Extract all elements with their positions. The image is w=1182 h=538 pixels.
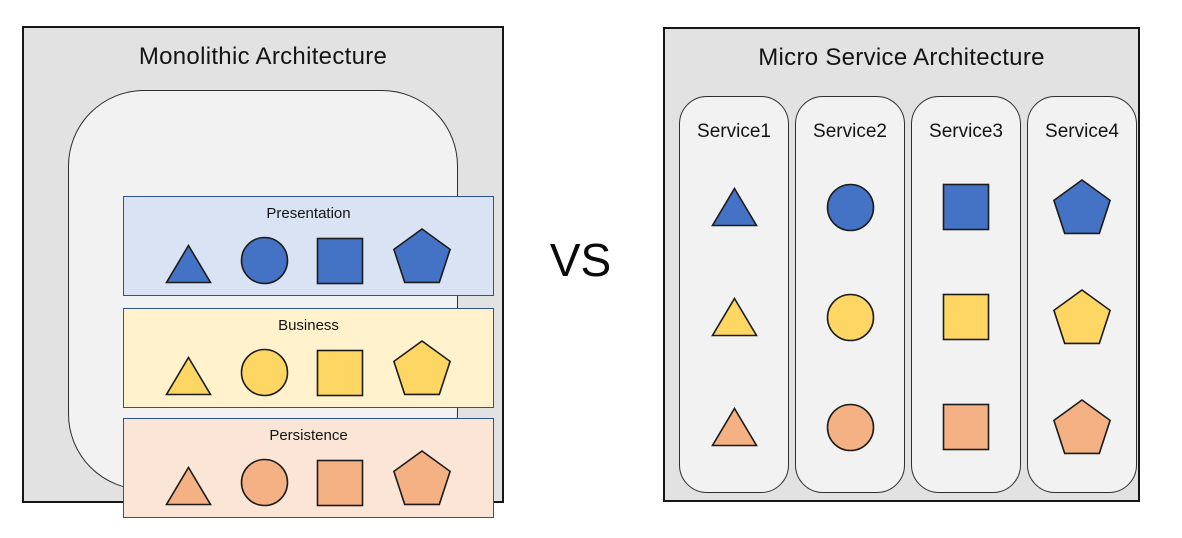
pentagon-shape bbox=[391, 449, 453, 507]
circle-shape bbox=[240, 236, 289, 285]
pentagon-shape bbox=[391, 227, 453, 285]
service2-shape-slot bbox=[796, 153, 904, 261]
monolith-container: Presentation Business Persistence bbox=[68, 90, 494, 518]
square-shape bbox=[942, 183, 990, 231]
square-shape bbox=[316, 349, 364, 397]
layer-persistence-label: Persistence bbox=[269, 427, 348, 444]
circle-shape bbox=[240, 458, 289, 507]
triangle-shape bbox=[164, 355, 213, 397]
circle-shape bbox=[826, 403, 875, 452]
microservice-panel: Micro Service Architecture Service1 Serv… bbox=[663, 27, 1140, 502]
service2-shape-slot bbox=[796, 263, 904, 371]
circle-shape bbox=[826, 293, 875, 342]
service2-label: Service2 bbox=[813, 121, 887, 142]
services-row: Service1 Service2 Service3 bbox=[679, 96, 1137, 493]
service3-column: Service3 bbox=[911, 96, 1021, 493]
pentagon-shape bbox=[1051, 178, 1113, 236]
versus-label: VS bbox=[549, 234, 612, 286]
service1-shape-slot bbox=[680, 153, 788, 261]
pentagon-shape bbox=[1051, 398, 1113, 456]
layer-persistence: Persistence bbox=[123, 418, 494, 518]
service1-column: Service1 bbox=[679, 96, 789, 493]
square-shape bbox=[316, 459, 364, 507]
service1-shape-slot bbox=[680, 373, 788, 481]
triangle-shape bbox=[164, 465, 213, 507]
service3-shape-slot bbox=[912, 153, 1020, 261]
layer-presentation-shapes bbox=[124, 225, 493, 285]
layer-business-label: Business bbox=[278, 317, 339, 334]
pentagon-shape bbox=[1051, 288, 1113, 346]
service4-column: Service4 bbox=[1027, 96, 1137, 493]
service1-shape-slot bbox=[680, 263, 788, 371]
square-shape bbox=[316, 237, 364, 285]
service4-shape-slot bbox=[1028, 373, 1136, 481]
triangle-shape bbox=[710, 296, 759, 338]
square-shape bbox=[942, 403, 990, 451]
layer-presentation: Presentation bbox=[123, 196, 494, 296]
triangle-shape bbox=[164, 243, 213, 285]
service4-label: Service4 bbox=[1045, 121, 1119, 142]
service4-shape-slot bbox=[1028, 263, 1136, 371]
service3-shape-slot bbox=[912, 263, 1020, 371]
monolithic-title: Monolithic Architecture bbox=[138, 43, 388, 70]
triangle-shape bbox=[710, 186, 759, 228]
layer-business-shapes bbox=[124, 337, 493, 397]
service2-shape-slot bbox=[796, 373, 904, 481]
triangle-shape bbox=[710, 406, 759, 448]
square-shape bbox=[942, 293, 990, 341]
service3-label: Service3 bbox=[929, 121, 1003, 142]
microservice-title: Micro Service Architecture bbox=[758, 44, 1045, 71]
layer-persistence-shapes bbox=[124, 447, 493, 507]
circle-shape bbox=[240, 348, 289, 397]
layer-presentation-label: Presentation bbox=[266, 205, 351, 222]
circle-shape bbox=[826, 183, 875, 232]
service1-label: Service1 bbox=[697, 121, 771, 142]
service2-column: Service2 bbox=[795, 96, 905, 493]
pentagon-shape bbox=[391, 339, 453, 397]
service4-shape-slot bbox=[1028, 153, 1136, 261]
layer-business: Business bbox=[123, 308, 494, 408]
monolithic-panel: Monolithic Architecture Presentation Bus… bbox=[22, 26, 504, 518]
service3-shape-slot bbox=[912, 373, 1020, 481]
